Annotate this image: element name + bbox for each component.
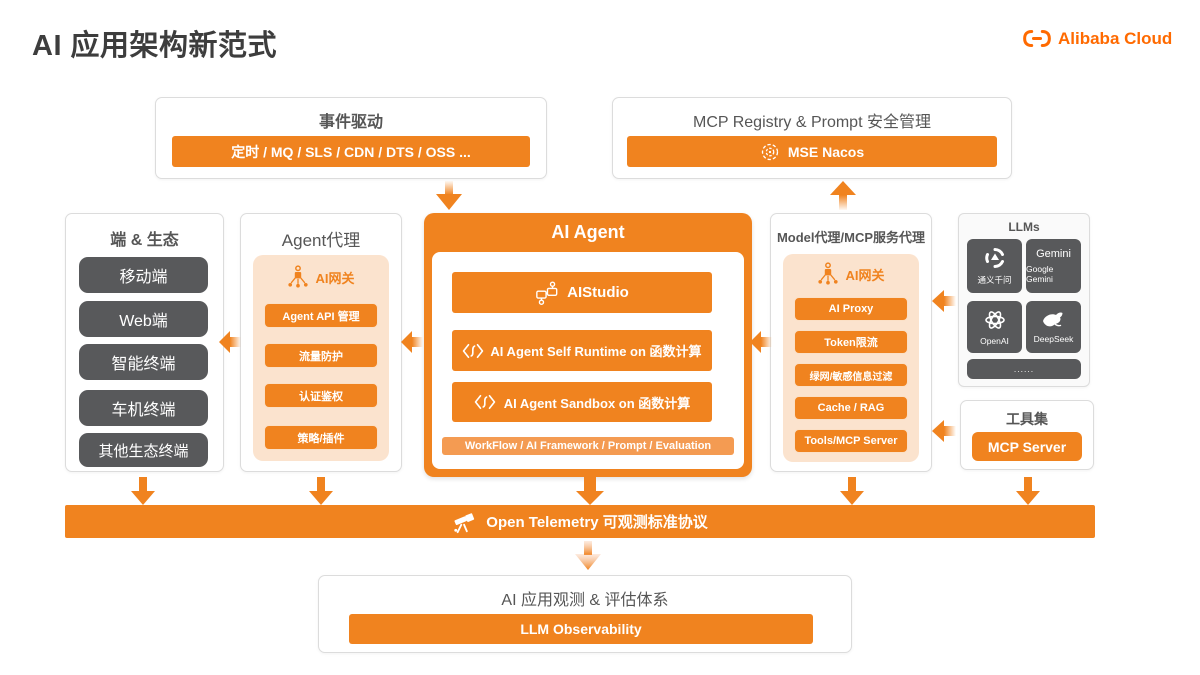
arrow-left-agentproxy-to-clients-icon	[219, 329, 241, 360]
arrow-left-toolset-to-modelproxy-icon	[932, 418, 956, 449]
arrow-up-model-to-registry-icon	[828, 180, 858, 215]
code-icon	[462, 342, 484, 360]
open-telemetry-text: Open Telemetry 可观测标准协议	[486, 514, 708, 531]
arrow-down-telemetry-to-observability-icon	[573, 541, 603, 576]
llm-tile-label: Google Gemini	[1026, 264, 1054, 284]
aistudio-text: AIStudio	[567, 284, 629, 301]
client-item-smart-terminal: 智能终端	[79, 344, 208, 380]
llm-observability-bar: LLM Observability	[349, 614, 813, 644]
llm-tile-label: OpenAI	[980, 336, 1009, 346]
nacos-icon	[760, 142, 780, 162]
deepseek-whale-icon	[1041, 310, 1067, 330]
aistudio-bar: AIStudio	[452, 272, 712, 313]
mcp-server-button: MCP Server	[972, 432, 1082, 461]
llm-tile-label: DeepSeek	[1033, 334, 1074, 344]
arrow-down-agentproxy-to-telemetry-icon	[308, 477, 334, 510]
client-item-other-eco-terminal: 其他生态终端	[79, 433, 208, 467]
ai-gateway-icon	[817, 262, 839, 286]
openai-icon	[983, 308, 1007, 332]
clients-box: 端 & 生态 移动端 Web端 智能终端 车机终端 其他生态终端	[65, 213, 224, 472]
code-icon	[474, 393, 496, 411]
observability-title: AI 应用观测 & 评估体系	[501, 592, 669, 609]
agent-gateway-row: AI网关	[253, 265, 389, 289]
observability-box: AI 应用观测 & 评估体系 LLM Observability	[318, 575, 852, 653]
agent-api-mgmt-button: Agent API 管理	[264, 303, 378, 328]
mse-nacos-text: MSE Nacos	[787, 143, 865, 160]
arrow-down-aiagent-to-telemetry-icon	[574, 477, 606, 510]
mcp-registry-title: MCP Registry & Prompt 安全管理	[693, 114, 931, 131]
agent-proxy-gateway-panel: AI网关 Agent API 管理 流量防护 认证鉴权 策略/插件	[253, 255, 389, 461]
arrow-left-llms-to-modelproxy-icon	[932, 288, 956, 319]
open-telemetry-bar: Open Telemetry 可观测标准协议	[65, 505, 1095, 538]
agent-runtime-text: AI Agent Self Runtime on 函数计算	[490, 344, 702, 359]
event-driven-bar-text: 定时 / MQ / SLS / CDN / DTS / OSS ...	[231, 143, 471, 160]
page-title: AI 应用架构新范式	[32, 30, 278, 62]
traffic-protection-button: 流量防护	[264, 343, 378, 368]
llm-more-text: ......	[1013, 364, 1035, 374]
authn-authz-button: 认证鉴权	[264, 383, 378, 408]
agent-proxy-title: Agent代理	[281, 231, 361, 250]
client-item-web: Web端	[79, 301, 208, 337]
model-proxy-box: Model代理/MCP服务代理 AI网关 AI	[770, 213, 932, 472]
telescope-icon	[452, 510, 478, 534]
llm-tile-openai: OpenAI	[967, 301, 1022, 353]
ai-gateway-icon	[287, 265, 309, 289]
llm-tile-tongyi: 通义千问	[967, 239, 1022, 293]
model-gateway-label: AI网关	[845, 267, 885, 283]
arrow-down-modelproxy-to-telemetry-icon	[839, 477, 865, 510]
aistudio-flow-icon	[535, 281, 559, 305]
agent-sandbox-text: AI Agent Sandbox on 函数计算	[503, 395, 691, 411]
workflow-framework-bar: WorkFlow / AI Framework / Prompt / Evalu…	[442, 437, 734, 455]
alibaba-cloud-logo-text: Alibaba Cloud	[1058, 28, 1173, 48]
mse-nacos-bar: MSE Nacos	[627, 136, 997, 167]
alibaba-cloud-logo: Alibaba Cloud	[1022, 28, 1172, 49]
gemini-logo-text: Gemini	[1036, 248, 1071, 260]
token-limit-button: Token限流	[794, 330, 908, 354]
agent-proxy-box: Agent代理 AI网关 Agent API	[240, 213, 402, 472]
ai-agent-title: AI Agent	[551, 222, 625, 242]
arrow-down-clients-to-telemetry-icon	[130, 477, 156, 510]
event-driven-bar: 定时 / MQ / SLS / CDN / DTS / OSS ...	[172, 136, 530, 167]
llms-title: LLMs	[1008, 220, 1040, 234]
ai-agent-inner-panel: AIStudio AI Agent Self Runtime on 函数计算	[432, 252, 744, 469]
agent-runtime-bar: AI Agent Self Runtime on 函数计算	[452, 330, 712, 371]
agent-sandbox-bar: AI Agent Sandbox on 函数计算	[452, 382, 712, 422]
event-driven-box: 事件驱动 定时 / MQ / SLS / CDN / DTS / OSS ...	[155, 97, 547, 179]
arrow-down-toolset-to-telemetry-icon	[1015, 477, 1041, 510]
ai-agent-box: AI Agent AIStudio	[424, 213, 752, 477]
model-gateway-row: AI网关	[783, 262, 919, 286]
model-proxy-gateway-panel: AI网关 AI Proxy Token限流 绿网/敏感信息过滤 Cache / …	[783, 254, 919, 462]
llms-box: LLMs 通义千问 Gemini Google Gemini	[958, 213, 1090, 387]
llm-tile-gemini: Gemini Google Gemini	[1026, 239, 1081, 293]
alibaba-cloud-bracket-icon	[1022, 28, 1052, 49]
event-driven-title: 事件驱动	[318, 114, 383, 131]
agent-gateway-label: AI网关	[315, 270, 355, 286]
llm-tile-deepseek: DeepSeek	[1026, 301, 1081, 353]
content-filter-button: 绿网/敏感信息过滤	[794, 363, 908, 387]
toolset-title: 工具集	[1006, 411, 1048, 427]
policy-plugin-button: 策略/插件	[264, 425, 378, 450]
tongyi-qianwen-icon	[983, 246, 1007, 270]
arrow-left-modelproxy-to-aiagent-icon	[750, 329, 772, 360]
arrow-down-event-to-agent-icon	[434, 181, 464, 216]
ai-proxy-button: AI Proxy	[794, 297, 908, 321]
arrow-left-aiagent-to-agentproxy-icon	[401, 329, 423, 360]
client-item-vehicle-terminal: 车机终端	[79, 390, 208, 426]
toolset-box: 工具集 MCP Server	[960, 400, 1094, 470]
mcp-registry-box: MCP Registry & Prompt 安全管理 MSE Nacos	[612, 97, 1012, 179]
llm-tile-more: ......	[967, 359, 1081, 379]
client-item-mobile: 移动端	[79, 257, 208, 293]
cache-rag-button: Cache / RAG	[794, 396, 908, 420]
model-proxy-title: Model代理/MCP服务代理	[776, 230, 926, 245]
llm-tile-label: 通义千问	[977, 275, 1012, 285]
clients-title: 端 & 生态	[110, 232, 179, 249]
tools-mcp-server-button: Tools/MCP Server	[794, 429, 908, 453]
